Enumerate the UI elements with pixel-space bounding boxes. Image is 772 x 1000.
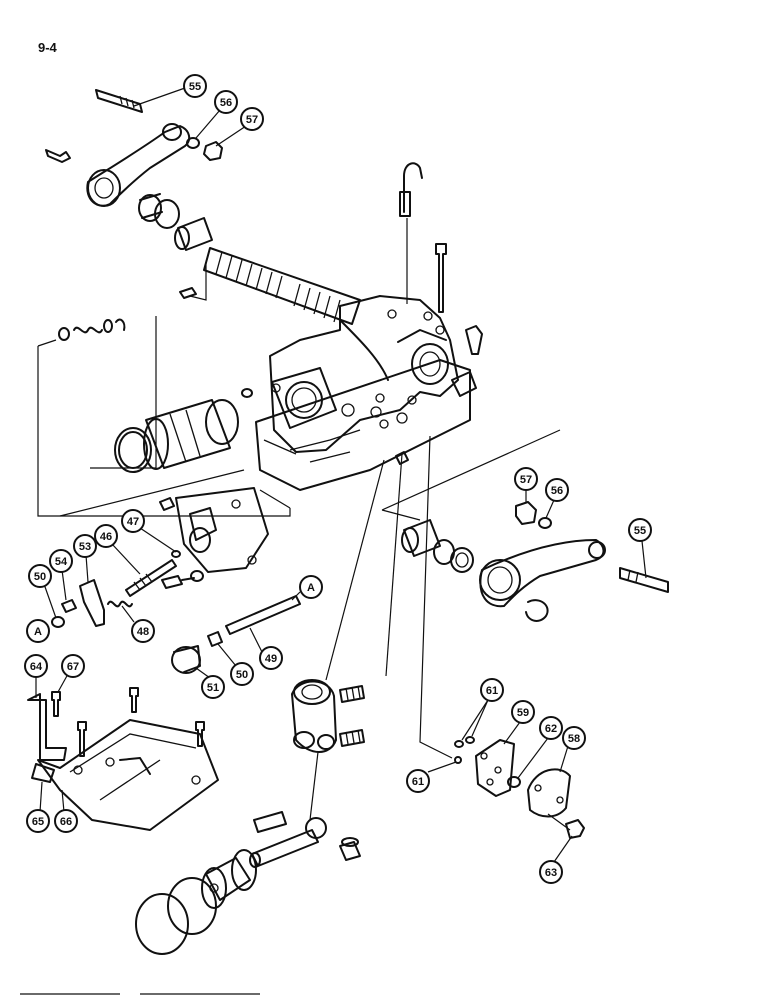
svg-text:48: 48 <box>137 626 149 638</box>
svg-text:51: 51 <box>207 682 219 694</box>
callout-63: 63 <box>539 835 573 884</box>
callout-56-top: 56 <box>195 90 238 139</box>
control-rod <box>171 595 301 674</box>
callout-a-left: A <box>26 619 50 643</box>
svg-text:55: 55 <box>634 525 646 537</box>
callout-61-bottom: 61 <box>406 761 457 793</box>
svg-text:A: A <box>307 582 315 594</box>
callout-62: 62 <box>517 716 563 779</box>
svg-text:58: 58 <box>568 733 580 745</box>
callout-50-center: 50 <box>217 643 254 686</box>
callout-55-right: 55 <box>628 518 652 579</box>
svg-text:61: 61 <box>486 685 498 697</box>
fill-tube <box>399 162 483 355</box>
guide-line <box>259 489 291 509</box>
valve-body <box>51 487 269 628</box>
svg-text:61: 61 <box>412 776 424 788</box>
callout-59: 59 <box>503 700 535 745</box>
svg-text:50: 50 <box>236 669 248 681</box>
svg-text:56: 56 <box>551 485 563 497</box>
cover-plate <box>27 687 219 831</box>
svg-text:65: 65 <box>32 816 44 828</box>
callout-58: 58 <box>559 726 586 773</box>
callout-51: 51 <box>195 667 225 699</box>
svg-text:46: 46 <box>100 531 112 543</box>
svg-text:56: 56 <box>220 97 232 109</box>
svg-text:66: 66 <box>60 816 72 828</box>
callout-61-top: 61 <box>461 678 504 741</box>
svg-text:63: 63 <box>545 867 557 879</box>
callout-54: 54 <box>49 549 73 601</box>
cylinder-sleeve <box>37 316 291 517</box>
callout-67: 67 <box>57 654 85 693</box>
svg-text:64: 64 <box>30 661 43 673</box>
hydraulic-housing <box>241 295 477 491</box>
callout-57-top: 57 <box>215 107 264 147</box>
callout-53: 53 <box>73 534 97 583</box>
svg-text:53: 53 <box>79 541 91 553</box>
callout-55-top: 55 <box>133 74 207 107</box>
svg-text:55: 55 <box>189 81 201 93</box>
callout-48: 48 <box>121 605 155 643</box>
callout-57-right: 57 <box>514 467 538 502</box>
cross-shaft <box>179 247 361 325</box>
callout-49: 49 <box>249 627 283 670</box>
callout-64: 64 <box>24 654 48 698</box>
lift-arm-right <box>381 429 669 759</box>
callout-65: 65 <box>26 781 50 833</box>
svg-text:A: A <box>34 626 42 638</box>
callout-56-right: 56 <box>545 478 569 519</box>
svg-text:54: 54 <box>55 556 68 568</box>
svg-text:49: 49 <box>265 653 277 665</box>
svg-text:57: 57 <box>246 114 258 126</box>
callout-46: 46 <box>94 524 141 575</box>
cover-plates-right <box>454 736 585 839</box>
svg-text:62: 62 <box>545 723 557 735</box>
callout-66: 66 <box>54 789 78 833</box>
svg-text:67: 67 <box>67 661 79 673</box>
svg-text:50: 50 <box>34 571 46 583</box>
svg-text:57: 57 <box>520 474 532 486</box>
svg-text:59: 59 <box>517 707 529 719</box>
callout-47: 47 <box>121 509 177 553</box>
callout-50-left: 50 <box>28 564 57 619</box>
lift-arm-left <box>45 89 223 251</box>
svg-text:47: 47 <box>127 516 139 528</box>
callout-a-right: A <box>291 575 323 601</box>
page-number: 9-4 <box>38 40 58 55</box>
center-linkage <box>135 453 403 955</box>
